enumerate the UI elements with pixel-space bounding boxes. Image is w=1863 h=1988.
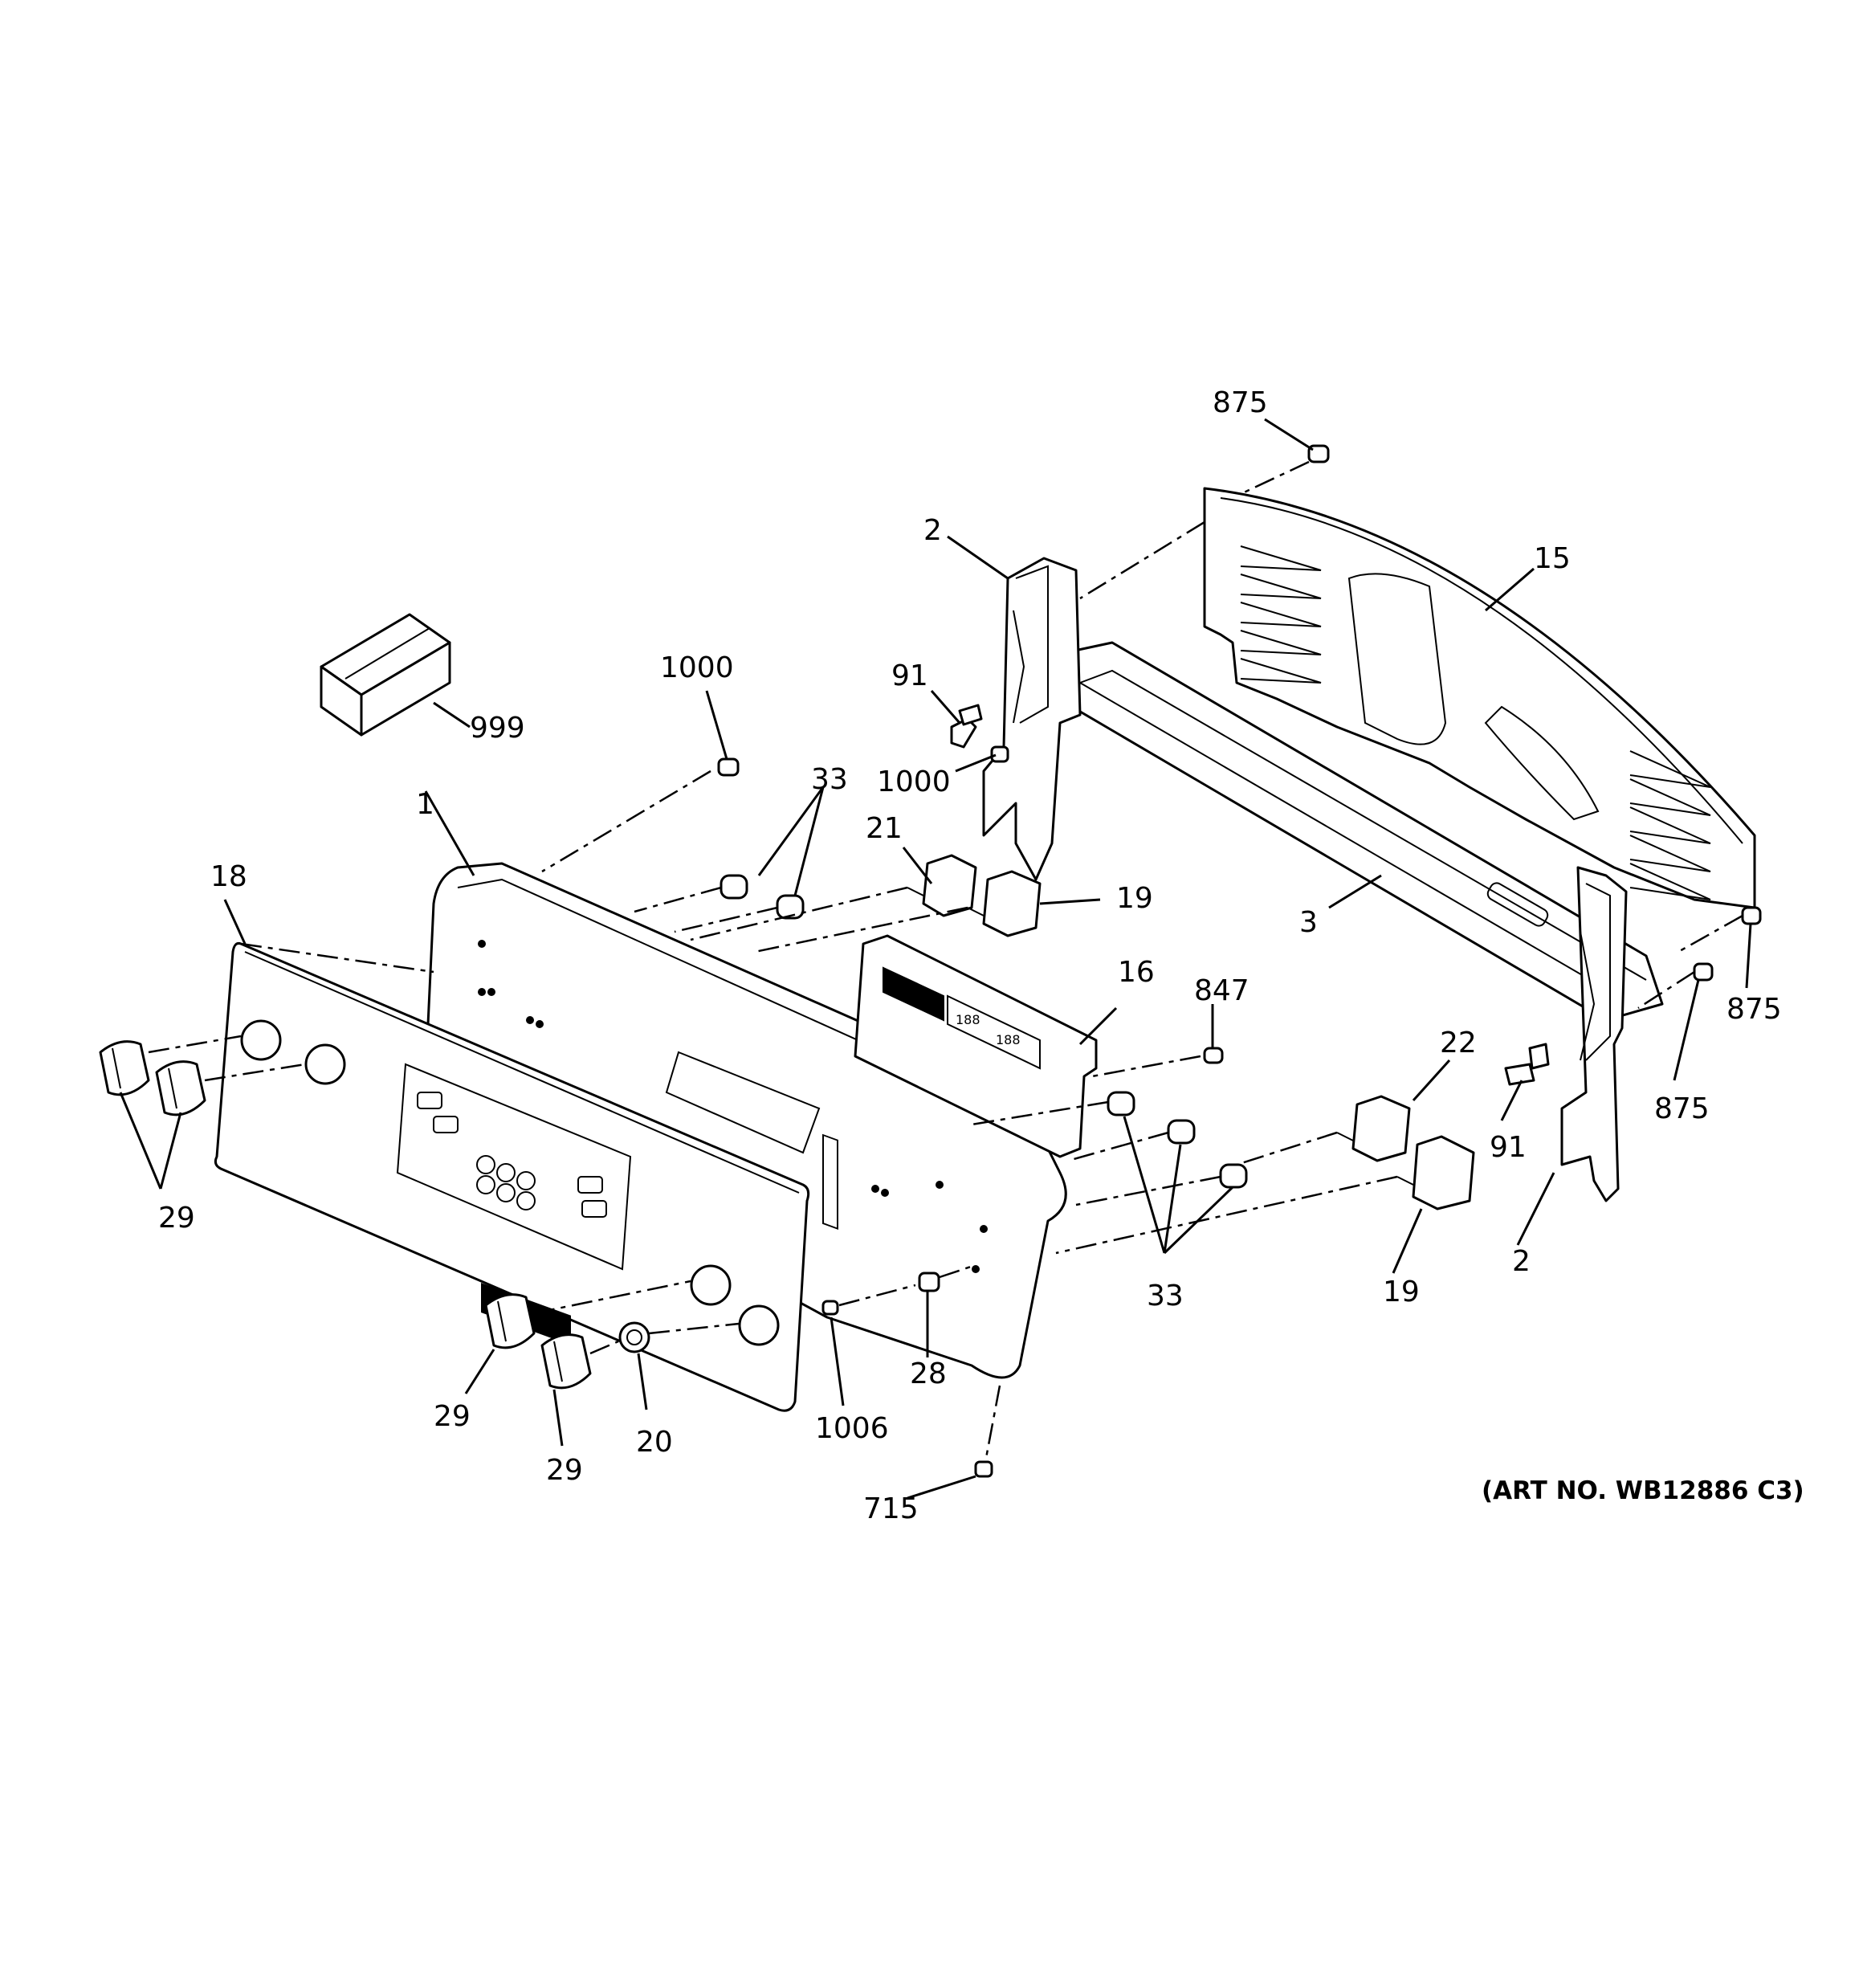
callout-999: 999: [470, 712, 525, 745]
callout-29-left: 29: [158, 1202, 195, 1235]
callout-715: 715: [863, 1492, 919, 1525]
callout-1006: 1006: [815, 1412, 889, 1445]
callout-847: 847: [1194, 974, 1249, 1007]
callout-91-left: 91: [891, 659, 928, 692]
panel-mounting-holes: [478, 940, 988, 1273]
switch-icon: [1396, 1135, 1475, 1210]
knob-opening: [738, 1304, 780, 1346]
knob-icon: [155, 1060, 206, 1116]
callout-875-right: 875: [1726, 993, 1782, 1026]
knob-opening: [304, 1043, 346, 1085]
rear-panel: [1203, 487, 1756, 909]
callout-2-bottom: 2: [1512, 1245, 1531, 1278]
callout-29-bottom: 29: [546, 1454, 583, 1487]
callout-1000-a: 1000: [660, 651, 734, 684]
vent-slots-right: [1629, 750, 1711, 900]
switch-icon: [1336, 1095, 1411, 1162]
switch-icon: [967, 870, 1042, 937]
callout-875-top: 875: [1213, 386, 1268, 419]
callout-29-mid: 29: [434, 1400, 471, 1433]
bracket-icon: [1560, 866, 1628, 1202]
svg-text:188: 188: [996, 1032, 1021, 1047]
package-icon: [320, 613, 451, 737]
knob-opening: [240, 1019, 282, 1061]
callout-875-low: 875: [1654, 1092, 1710, 1125]
svg-text:188: 188: [956, 1012, 980, 1027]
callout-3: 3: [1299, 906, 1318, 939]
callout-91-right: 91: [1490, 1131, 1527, 1164]
callout-21: 21: [866, 812, 903, 845]
callout-19-top: 19: [1116, 882, 1153, 915]
knob-icon: [99, 1040, 150, 1096]
callout-18: 18: [210, 860, 247, 893]
control-board: 188 188: [854, 934, 1098, 1158]
callout-labels: 875 15 2 1000 91 1000 999 33 21 19 1 18 …: [158, 386, 1782, 1525]
callout-16: 16: [1118, 956, 1155, 989]
callout-28: 28: [910, 1357, 947, 1390]
knob-icon: [484, 1293, 536, 1349]
callout-20: 20: [636, 1426, 673, 1459]
knob-opening: [690, 1264, 732, 1306]
callout-33-bottom: 33: [1147, 1280, 1184, 1312]
callout-33-top: 33: [811, 763, 848, 796]
bracket-icon: [982, 557, 1082, 881]
switch-icon: [907, 854, 977, 917]
vent-slots-left: [1240, 545, 1322, 684]
clip-icon: [950, 704, 983, 749]
knob-icon: [540, 1333, 592, 1390]
callout-19-bottom: 19: [1383, 1276, 1420, 1308]
grommet: [618, 1321, 650, 1353]
callout-2-top: 2: [923, 514, 942, 547]
alignment-lines: [148, 460, 1743, 1459]
callout-1000-b: 1000: [877, 765, 951, 798]
leader-lines: [119, 418, 1752, 1500]
callout-1: 1: [416, 788, 434, 821]
callout-22: 22: [1440, 1027, 1477, 1059]
shaft-adapter: [720, 874, 1248, 1189]
callout-15: 15: [1534, 542, 1571, 575]
clip-icon: [1504, 1043, 1550, 1086]
art-number-label: (ART NO. WB12886 C3): [1482, 1476, 1804, 1505]
